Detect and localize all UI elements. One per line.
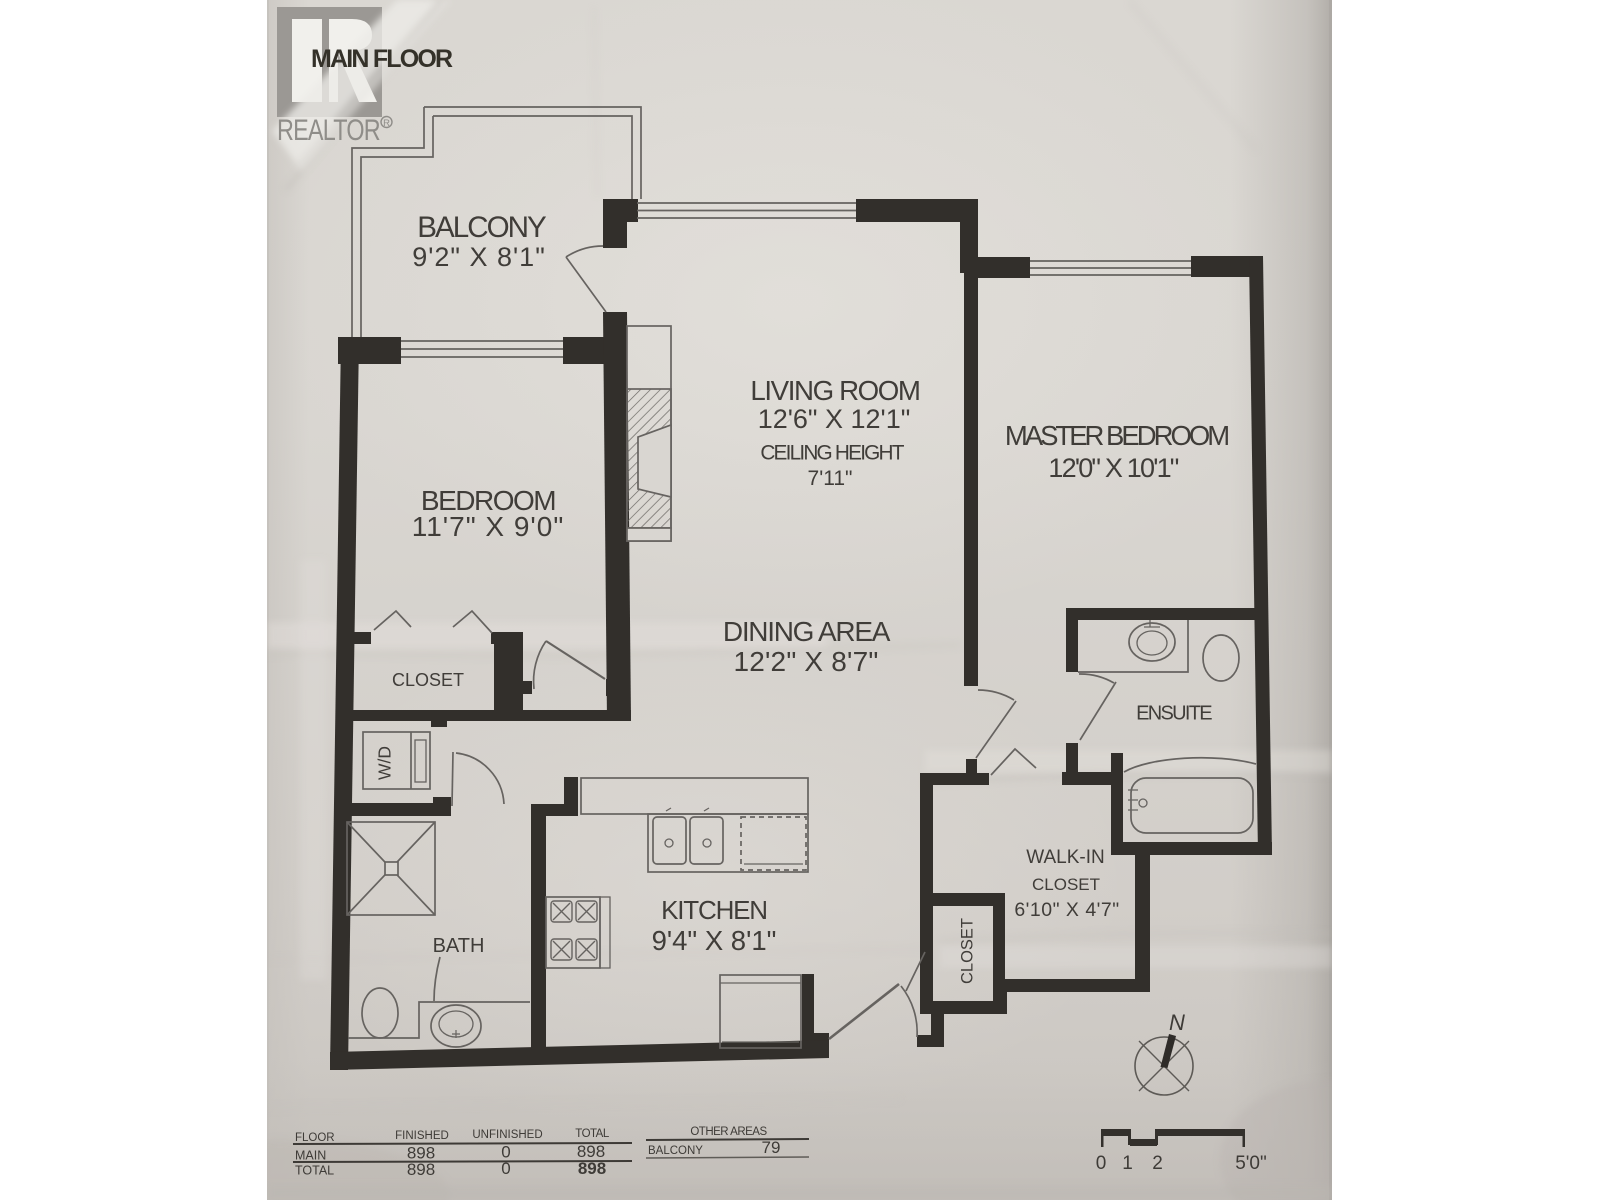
svg-text:898: 898 [407, 1160, 435, 1179]
svg-text:79: 79 [762, 1138, 781, 1157]
svg-text:6'10" X 4'7": 6'10" X 4'7" [1014, 899, 1119, 921]
svg-text:CEILING HEIGHT: CEILING HEIGHT [760, 442, 904, 465]
svg-text:BALCONY: BALCONY [417, 211, 547, 244]
svg-text:CLOSET: CLOSET [392, 670, 464, 690]
svg-text:898: 898 [578, 1159, 606, 1178]
svg-text:MASTER BEDROOM: MASTER BEDROOM [1005, 420, 1228, 451]
svg-text:TOTAL: TOTAL [575, 1128, 610, 1140]
svg-text:898: 898 [407, 1144, 435, 1163]
svg-text:CLOSET: CLOSET [1032, 875, 1100, 894]
svg-text:FINISHED: FINISHED [395, 1130, 449, 1142]
svg-text:KITCHEN: KITCHEN [661, 895, 767, 925]
svg-text:W/D: W/D [375, 746, 395, 780]
svg-text:FLOOR: FLOOR [295, 1132, 335, 1144]
svg-text:N: N [1169, 1010, 1185, 1035]
svg-text:CLOSET: CLOSET [959, 918, 977, 984]
svg-text:MAIN FLOOR: MAIN FLOOR [311, 45, 453, 73]
svg-text:ENSUITE: ENSUITE [1136, 703, 1212, 725]
svg-text:898: 898 [577, 1142, 605, 1161]
svg-text:0: 0 [501, 1159, 510, 1178]
svg-text:12'0" X 10'1": 12'0" X 10'1" [1048, 453, 1178, 483]
svg-text:5'0": 5'0" [1235, 1153, 1267, 1174]
svg-text:12'6" X 12'1": 12'6" X 12'1" [758, 404, 911, 434]
svg-text:1: 1 [1122, 1153, 1133, 1174]
svg-text:R: R [383, 118, 390, 129]
svg-text:11'7" X 9'0": 11'7" X 9'0" [412, 511, 565, 542]
svg-text:0: 0 [501, 1143, 510, 1162]
svg-text:9'2" X 8'1": 9'2" X 8'1" [412, 242, 546, 272]
svg-text:TOTAL: TOTAL [295, 1164, 334, 1178]
svg-text:7'11": 7'11" [808, 467, 853, 490]
svg-text:BEDROOM: BEDROOM [421, 485, 555, 516]
svg-text:BATH: BATH [433, 935, 485, 957]
svg-text:REALTOR: REALTOR [277, 113, 380, 146]
svg-text:0: 0 [1096, 1153, 1107, 1174]
svg-text:9'4" X 8'1": 9'4" X 8'1" [652, 925, 777, 956]
svg-text:BALCONY: BALCONY [648, 1145, 703, 1157]
svg-text:DINING AREA: DINING AREA [723, 616, 891, 647]
svg-text:WALK-IN: WALK-IN [1026, 847, 1104, 868]
svg-text:MAIN: MAIN [295, 1149, 326, 1163]
svg-text:12'2" X 8'7": 12'2" X 8'7" [733, 646, 878, 677]
svg-text:LIVING ROOM: LIVING ROOM [750, 375, 919, 406]
svg-text:2: 2 [1152, 1153, 1163, 1174]
svg-text:UNFINISHED: UNFINISHED [472, 1129, 542, 1141]
svg-text:OTHER AREAS: OTHER AREAS [690, 1126, 767, 1138]
